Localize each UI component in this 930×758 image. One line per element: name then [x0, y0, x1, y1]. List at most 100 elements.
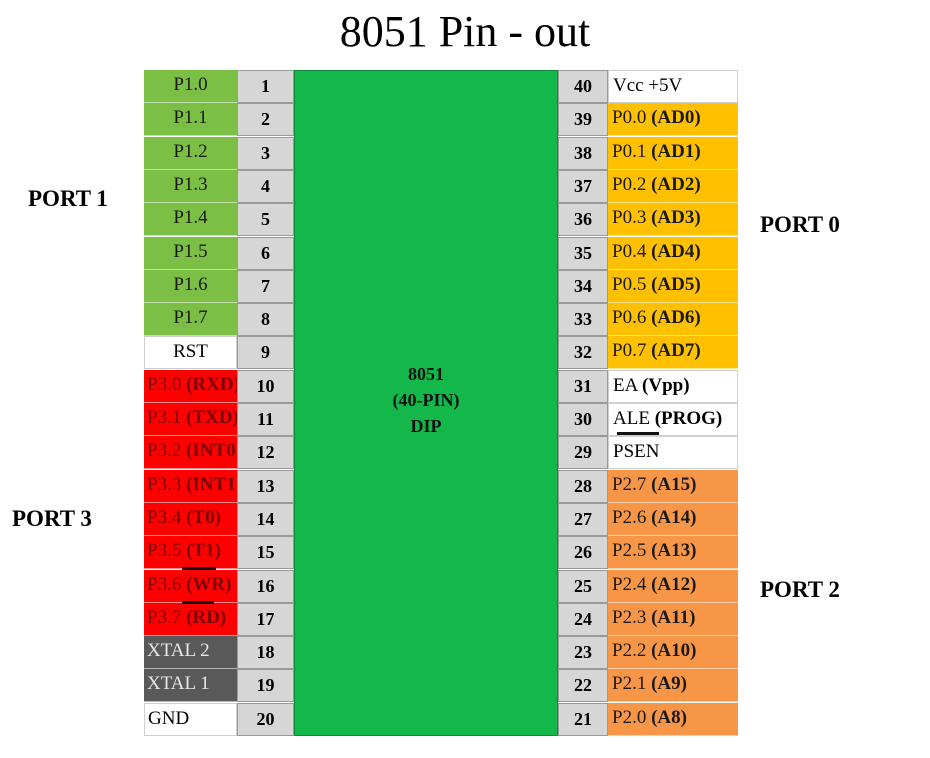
- pin-name-37: P0.2: [612, 174, 652, 195]
- pin-label-3: P1.2: [144, 137, 237, 170]
- pin-function-27: (A14): [651, 507, 697, 528]
- pin-function-15: (T1): [186, 540, 221, 561]
- pin-function-28: (A15): [651, 474, 697, 495]
- pin-name-19: XTAL 1: [147, 673, 210, 694]
- pin-name-4: P1.3: [173, 174, 208, 195]
- pin-name-30: ALE: [613, 408, 655, 429]
- pin-label-10: P3.0 (RXD): [144, 370, 237, 403]
- chip-label: 8051 (40-PIN) DIP: [295, 361, 557, 439]
- pin-number-34: 34: [558, 270, 608, 303]
- port3-label: PORT 3: [12, 506, 92, 531]
- pin-label-37: P0.2 (AD2): [608, 170, 738, 203]
- pin-name-2: P1.1: [173, 107, 208, 128]
- pin-label-1: P1.0: [144, 70, 237, 103]
- pin-name-20: GND: [148, 708, 190, 729]
- pin-label-38: P0.1 (AD1): [608, 137, 738, 170]
- pin-name-3: P1.2: [173, 141, 208, 162]
- chip-label-line1: 8051: [408, 364, 444, 384]
- pin-label-19: XTAL 1: [144, 669, 237, 702]
- pin-name-16: P3.6: [147, 574, 187, 595]
- pin-number-33: 33: [558, 303, 608, 336]
- pin-name-9: RST: [173, 341, 208, 362]
- pin-number-11: 11: [237, 403, 294, 436]
- pin-name-26: P2.5: [612, 540, 652, 561]
- pin-function-39: (AD0): [651, 107, 701, 128]
- pin-function-12: (INT0): [186, 440, 237, 461]
- pin-number-30: 30: [558, 403, 608, 436]
- pin-number-21: 21: [558, 703, 608, 736]
- pin-label-28: P2.7 (A15): [608, 470, 738, 503]
- prog-overbar: [617, 432, 659, 435]
- pin-label-13: P3.3 (INT1): [144, 470, 237, 503]
- pin-label-26: P2.5 (A13): [608, 536, 738, 569]
- pin-name-7: P1.6: [173, 274, 208, 295]
- pin-label-31: EA (Vpp): [608, 370, 738, 403]
- pin-label-25: P2.4 (A12): [608, 570, 738, 603]
- pin-label-21: P2.0 (A8): [608, 703, 738, 736]
- pin-number-22: 22: [558, 669, 608, 702]
- pin-function-22: (A9): [651, 673, 687, 694]
- pin-name-17: P3.7: [147, 607, 187, 628]
- pin-number-39: 39: [558, 103, 608, 136]
- rd-overbar: [182, 601, 214, 604]
- pin-name-23: P2.2: [612, 640, 652, 661]
- pin-label-27: P2.6 (A14): [608, 503, 738, 536]
- pin-label-32: P0.7 (AD7): [608, 336, 738, 369]
- pin-label-39: P0.0 (AD0): [608, 103, 738, 136]
- pin-number-36: 36: [558, 203, 608, 236]
- pin-function-37: (AD2): [651, 174, 701, 195]
- pin-number-35: 35: [558, 237, 608, 270]
- pin-label-35: P0.4 (AD4): [608, 237, 738, 270]
- pin-label-30: ALE (PROG): [608, 403, 738, 436]
- pin-function-13: (INT1): [186, 474, 237, 495]
- pin-label-12: P3.2 (INT0): [144, 436, 237, 469]
- pin-name-33: P0.6: [612, 307, 652, 328]
- port1-label: PORT 1: [28, 186, 108, 211]
- pin-number-31: 31: [558, 370, 608, 403]
- pin-name-27: P2.6: [612, 507, 652, 528]
- pin-function-31: (Vpp): [642, 375, 690, 396]
- pin-name-18: XTAL 2: [147, 640, 210, 661]
- pin-number-15: 15: [237, 536, 294, 569]
- pin-name-6: P1.5: [173, 241, 208, 262]
- pin-label-4: P1.3: [144, 170, 237, 203]
- pin-label-36: P0.3 (AD3): [608, 203, 738, 236]
- pin-function-33: (AD6): [651, 307, 701, 328]
- pin-label-18: XTAL 2: [144, 636, 237, 669]
- pin-function-16: (WR): [186, 574, 232, 595]
- pin-number-5: 5: [237, 203, 294, 236]
- pin-function-17: (RD): [186, 607, 227, 628]
- pin-label-34: P0.5 (AD5): [608, 270, 738, 303]
- pin-function-23: (A10): [651, 640, 697, 661]
- pin-number-25: 25: [558, 570, 608, 603]
- port0-label: PORT 0: [760, 212, 840, 237]
- pin-name-25: P2.4: [612, 574, 652, 595]
- pin-name-8: P1.7: [173, 307, 208, 328]
- pin-number-32: 32: [558, 336, 608, 369]
- pin-number-26: 26: [558, 536, 608, 569]
- pin-function-21: (A8): [651, 707, 687, 728]
- pin-number-20: 20: [237, 703, 294, 736]
- pin-name-14: P3.4: [147, 507, 187, 528]
- pin-number-7: 7: [237, 270, 294, 303]
- port2-label: PORT 2: [760, 577, 840, 602]
- pin-name-12: P3.2: [147, 440, 187, 461]
- pin-label-6: P1.5: [144, 237, 237, 270]
- pin-name-13: P3.3: [147, 474, 187, 495]
- pin-function-30: (PROG): [654, 408, 723, 429]
- pin-number-37: 37: [558, 170, 608, 203]
- pin-number-8: 8: [237, 303, 294, 336]
- pin-label-23: P2.2 (A10): [608, 636, 738, 669]
- pin-label-11: P3.1 (TXD): [144, 403, 237, 436]
- pin-label-24: P2.3 (A11): [608, 603, 738, 636]
- diagram-title: 8051 Pin - out: [339, 7, 591, 56]
- pin-number-28: 28: [558, 470, 608, 503]
- pin-name-36: P0.3: [612, 207, 652, 228]
- pin-name-10: P3.0: [147, 374, 187, 395]
- wr-overbar: [182, 567, 216, 570]
- pin-function-35: (AD4): [651, 241, 701, 262]
- chip-body: 8051 (40-PIN) DIP: [294, 70, 558, 736]
- pin-label-15: P3.5 (T1): [144, 536, 237, 569]
- pin-number-18: 18: [237, 636, 294, 669]
- chip-label-line2: (40-PIN): [392, 390, 460, 410]
